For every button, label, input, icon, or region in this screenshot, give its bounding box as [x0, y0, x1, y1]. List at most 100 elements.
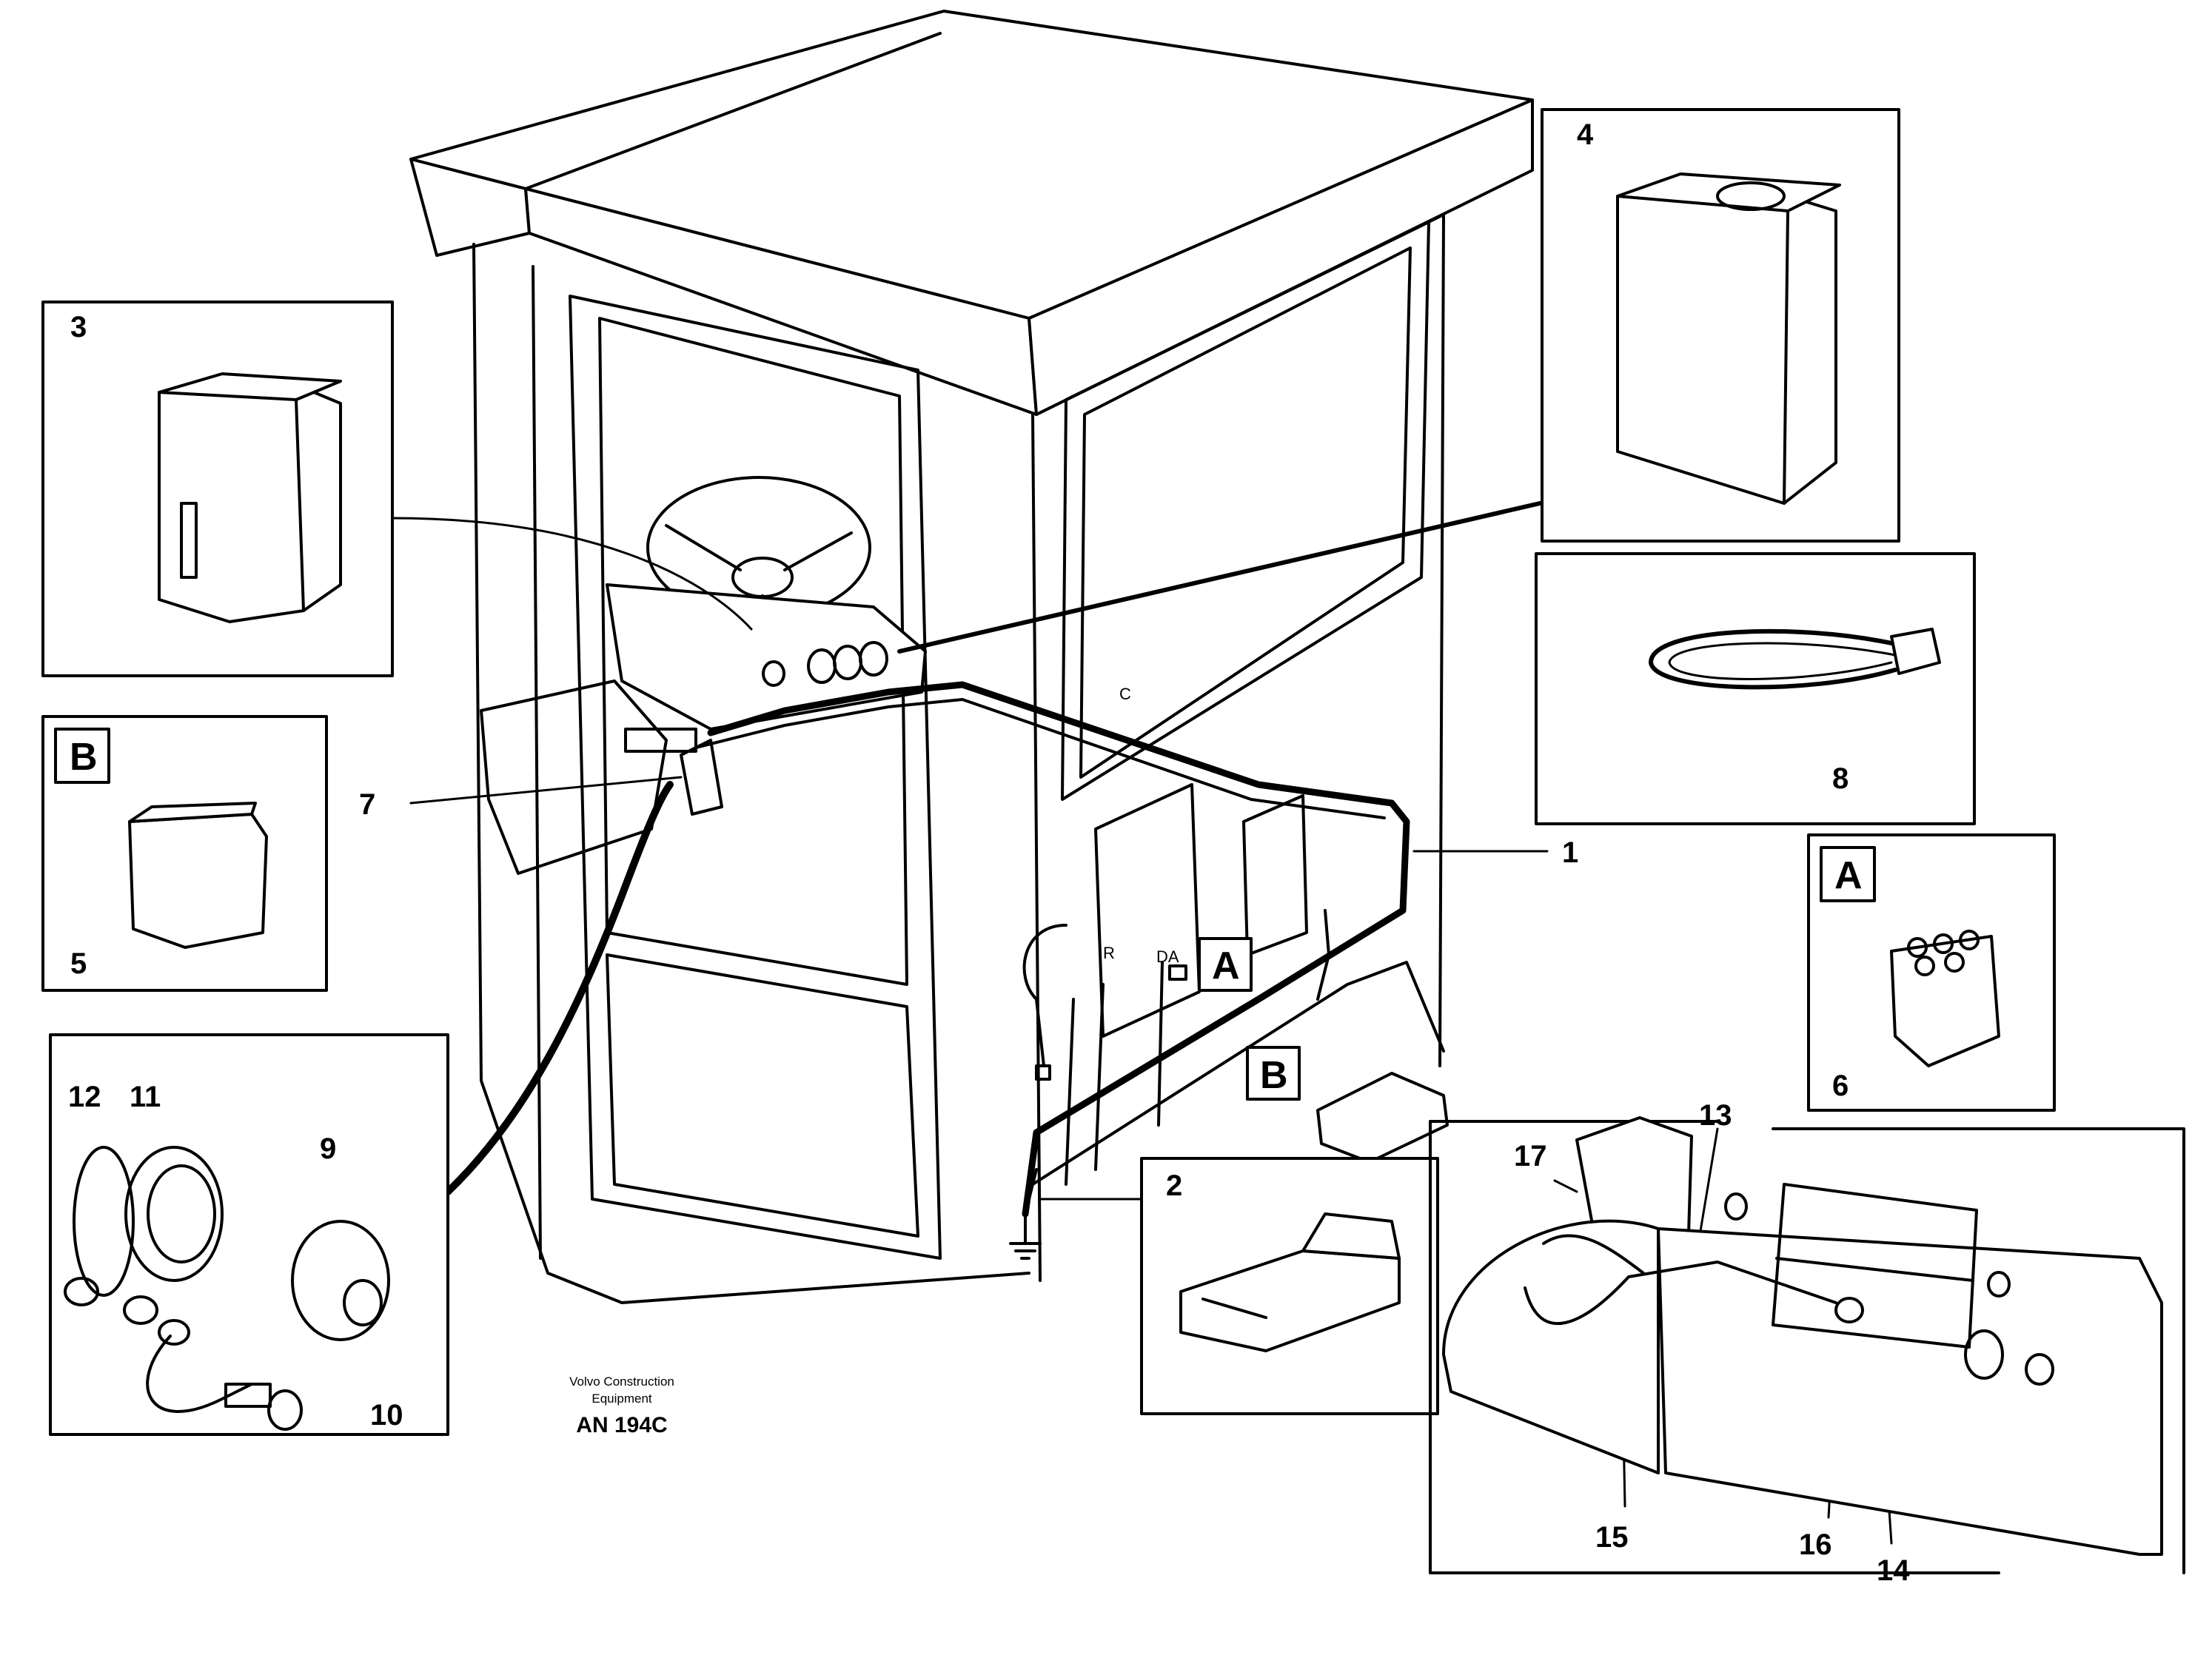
harness-drop-2 — [1094, 983, 1105, 1171]
small-connector-1 — [1035, 1064, 1051, 1081]
knob-3 — [1964, 1329, 2004, 1380]
operator-cab — [409, 10, 1534, 1304]
pin-1 — [1907, 937, 1928, 958]
leader-7 — [409, 776, 683, 805]
cab-door-glass-upper — [598, 317, 908, 986]
connector-5-top — [128, 802, 257, 823]
relay-3-tab — [180, 502, 198, 579]
cap-9-inner — [343, 1279, 383, 1326]
switch-bank — [624, 728, 697, 753]
dashboard-area — [480, 476, 927, 875]
main-harness — [694, 681, 1410, 1260]
plug-10 — [224, 1383, 272, 1408]
pin-5 — [1944, 952, 1965, 973]
socket-flange — [73, 1146, 135, 1297]
ground-symbol — [1009, 1242, 1042, 1260]
callout-16: 16 — [1799, 1528, 1832, 1561]
callout-3: 3 — [70, 311, 87, 343]
detail-box-2: 2 — [1140, 1157, 1439, 1415]
steering-spoke-2 — [783, 531, 853, 571]
socket-16 — [1834, 1297, 1864, 1323]
connector-6-body — [1890, 935, 2000, 1067]
box-5-letter-frame — [54, 728, 110, 784]
relay-3-top — [158, 372, 342, 401]
cab-connector-flags: A B — [1198, 937, 1301, 1101]
switch-grid-row — [1775, 1257, 1974, 1282]
harness-cable-2 — [694, 698, 1386, 819]
cab-right-window-inner — [1079, 246, 1412, 779]
socket-cable — [444, 781, 674, 1195]
steering-hub — [731, 557, 794, 598]
cab-left-post — [472, 243, 1030, 1304]
leader-3 — [391, 517, 753, 631]
housing-2-top — [1301, 1212, 1401, 1260]
detail-box-panel: 17 13 15 16 14 — [1429, 1099, 2185, 1587]
callout-6: 6 — [1832, 1070, 1849, 1102]
cap-9 — [291, 1220, 390, 1341]
cab-left-post-inner — [532, 265, 542, 1260]
drawing-code: AN 194C — [576, 1413, 667, 1437]
panel-lead — [1524, 1261, 1837, 1326]
callout-12: 12 — [68, 1081, 101, 1113]
flag-a-frame — [1198, 937, 1253, 992]
harness-cable-1 — [707, 681, 1410, 1218]
relay-4-body — [1616, 195, 1837, 505]
callout-5: 5 — [70, 947, 87, 980]
callout-8: 8 — [1832, 762, 1849, 795]
cab-label-a: A — [1212, 944, 1240, 987]
pin-2 — [1933, 933, 1954, 954]
relay-3-split — [295, 398, 305, 612]
detail-box-4: 4 — [1541, 108, 1900, 543]
drawing-credit: Volvo Construction Equipment AN 194C — [569, 1375, 674, 1437]
callout-2: 2 — [1166, 1169, 1182, 1202]
relay-4-edge — [1783, 209, 1789, 505]
callout-11: 11 — [130, 1081, 161, 1113]
cable-tie-head — [1890, 628, 1941, 675]
cab-roof-fascia-right — [1028, 98, 1534, 416]
callout-14: 14 — [1877, 1554, 1910, 1587]
box-6-letter-frame — [1820, 846, 1876, 902]
loop-lead — [1022, 924, 1068, 1067]
fuse-panel — [1094, 783, 1201, 1038]
washer-11 — [123, 1295, 158, 1325]
nut-12 — [64, 1277, 99, 1306]
connector-label-a: A — [1834, 854, 1863, 897]
cable-tie — [1649, 628, 1897, 690]
rear-bench — [1031, 961, 1445, 1186]
knob-4 — [2025, 1353, 2054, 1386]
control-column — [680, 739, 723, 816]
detail-box-6: A 6 — [1807, 833, 2056, 1112]
cab-door-glass-lower — [606, 953, 919, 1238]
flag-b-frame — [1246, 1046, 1301, 1101]
small-connector-2 — [1168, 964, 1187, 981]
dash-panel — [1657, 1227, 2163, 1556]
leader-4 — [897, 501, 1542, 654]
plug-10-end — [267, 1389, 303, 1431]
panel-mark-da: DA — [1156, 947, 1179, 966]
roof-seam — [524, 32, 942, 190]
lead-to-relay — [1316, 909, 1330, 1001]
callout-4: 4 — [1577, 118, 1594, 151]
callout-1: 1 — [1562, 836, 1578, 869]
detail-box-3: 3 — [41, 301, 394, 677]
panel-lead-2 — [1542, 1234, 1645, 1275]
lanyard — [146, 1335, 253, 1413]
box-panel-frame-left — [1429, 1120, 2000, 1574]
detail-box-8: 8 — [1535, 552, 1976, 825]
detail-box-5: B 5 — [41, 715, 328, 992]
callout-10: 10 — [370, 1399, 403, 1432]
switch-grid — [1772, 1183, 1978, 1349]
panel-mark-c: C — [1119, 685, 1131, 703]
callout-17: 17 — [1514, 1140, 1547, 1172]
box-panel-frame — [1772, 1127, 2185, 1574]
leader-17 — [1553, 1179, 1578, 1193]
cab-right-window — [1061, 221, 1430, 801]
detail-box-socket: 12 11 9 10 — [49, 1033, 449, 1436]
cab-mount — [1316, 1072, 1449, 1164]
cable-tie-inner — [1668, 642, 1897, 680]
socket-body — [124, 1146, 224, 1282]
credit-line-1: Volvo Construction — [569, 1375, 674, 1389]
steering-spoke-1 — [665, 524, 742, 571]
callout-15: 15 — [1595, 1521, 1629, 1554]
callout-9: 9 — [320, 1132, 336, 1165]
